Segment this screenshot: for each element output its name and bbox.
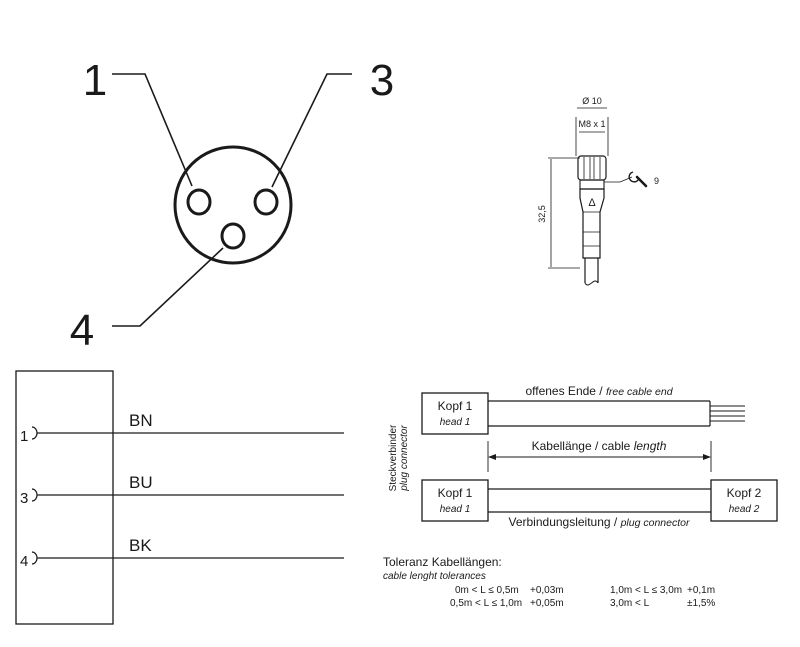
cable-length-dimension: Kabellänge / cable length <box>487 439 712 472</box>
head-1-box <box>421 392 489 435</box>
connector-face-outline <box>173 145 293 265</box>
wire-row-4: 4 BK <box>20 536 344 570</box>
wire-row-1: 1 BN <box>20 411 344 445</box>
wire-color-label: BU <box>129 473 153 492</box>
cable-variants: Steckverbinder plug connector Kopf 1 hea… <box>388 384 778 529</box>
cable-length-label: Kabellänge / cable length <box>532 439 667 453</box>
wrench-size-label: 9 <box>654 176 659 186</box>
arrow-left-icon <box>488 454 496 460</box>
tolerance-row: 0,5m < L ≤ 1,0m +0,05m 3,0m < L ±1,5% <box>450 598 715 609</box>
tolerance-range: 1,0m < L ≤ 3,0m <box>610 585 682 596</box>
free-end-cable: Kopf 1 head 1 offenes Ende / free cable … <box>421 384 745 435</box>
tolerance-row: 0m < L ≤ 0,5m +0,03m 1,0m < L ≤ 3,0m +0,… <box>455 585 715 596</box>
tolerance-title-en: cable lenght tolerances <box>383 571 486 582</box>
connector-side-view: Ø 10 M8 x 1 32,5 Δ 9 <box>537 96 659 286</box>
head-2-label-en: head 2 <box>729 504 760 515</box>
head-1-label-en: head 1 <box>440 504 471 515</box>
length-label: 32,5 <box>537 205 547 223</box>
pin-1-socket <box>186 188 212 216</box>
wire-color-label: BN <box>129 411 153 430</box>
tolerance-range: 0m < L ≤ 0,5m <box>455 585 519 596</box>
head-2-box <box>710 479 778 522</box>
pin-3-leader-line <box>271 73 352 188</box>
wire-color-label: BK <box>129 536 152 555</box>
pin-4-leader-line <box>112 247 224 327</box>
wire-pin-number: 1 <box>20 428 28 445</box>
socket-contact-icon <box>31 488 38 502</box>
tolerance-value: ±1,5% <box>687 598 715 609</box>
plug-connector-cable: Kopf 1 head 1 Kopf 2 head 2 Verbindungsl… <box>421 479 778 529</box>
tolerance-value: +0,1m <box>687 585 715 596</box>
wire-pin-number: 3 <box>20 490 28 507</box>
wiring-box <box>15 370 114 625</box>
plug-connector-side-label-de: Steckverbinder <box>388 424 399 491</box>
pin-label-1: 1 <box>83 56 107 105</box>
socket-contact-icon <box>31 551 38 565</box>
head-1-label-de: Kopf 1 <box>438 486 473 500</box>
tolerance-table: Toleranz Kabellängen: cable lenght toler… <box>383 555 715 609</box>
arrow-right-icon <box>703 454 711 460</box>
pin-3-socket <box>253 188 279 216</box>
coupling-nut <box>577 155 607 181</box>
pin-label-3: 3 <box>370 56 394 105</box>
head-1-label-de: Kopf 1 <box>438 399 473 413</box>
head-2-label-de: Kopf 2 <box>727 486 762 500</box>
diameter-label: Ø 10 <box>582 96 602 106</box>
head-1-box <box>421 479 489 522</box>
pin-1-leader-line <box>112 73 193 187</box>
socket-contact-icon <box>31 426 38 440</box>
tolerance-title-de: Toleranz Kabellängen: <box>383 555 502 569</box>
plug-connector-side-label-en: plug connector <box>399 425 410 492</box>
wrench-icon <box>628 171 648 188</box>
wire-row-3: 3 BU <box>20 473 344 507</box>
wrench-flat <box>579 179 605 190</box>
pin-4-socket <box>220 222 246 250</box>
wiring-diagram: 1 BN 3 BU 4 BK <box>15 370 344 625</box>
pinout-view: 1 3 4 <box>70 56 394 355</box>
tolerance-range: 0,5m < L ≤ 1,0m <box>450 598 522 609</box>
tolerance-range: 3,0m < L <box>610 598 650 609</box>
thread-label: M8 x 1 <box>578 119 605 129</box>
tolerance-value: +0,03m <box>530 585 564 596</box>
wire-pin-number: 4 <box>20 553 28 570</box>
head-1-label-en: head 1 <box>440 417 471 428</box>
cable-stub <box>584 258 599 283</box>
connector-body <box>579 188 605 259</box>
orientation-marker: Δ <box>588 197 596 209</box>
free-end-label: offenes Ende / free cable end <box>525 384 673 398</box>
connector-line-label: Verbindungsleitung / plug connector <box>509 515 690 529</box>
pin-label-4: 4 <box>70 306 94 355</box>
tolerance-value: +0,05m <box>530 598 564 609</box>
